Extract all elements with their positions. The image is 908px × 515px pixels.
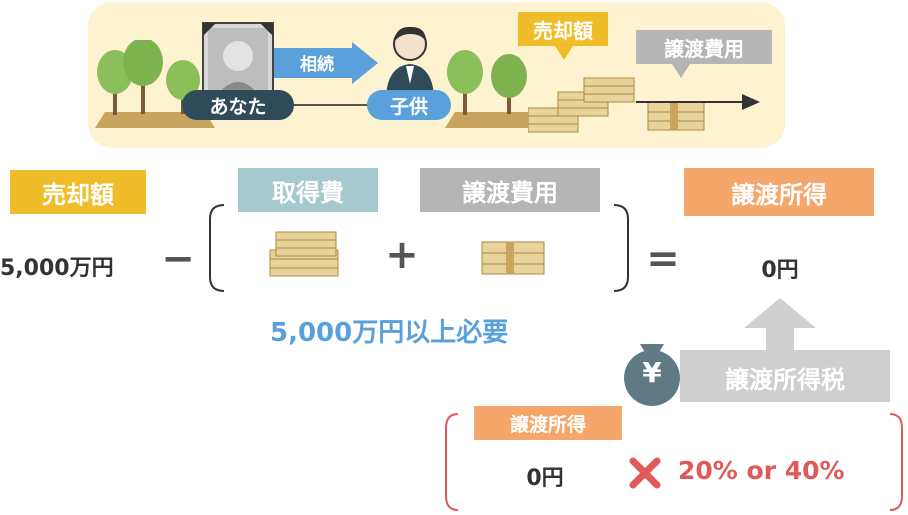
requirement-note: 5,000万円以上必要 [270, 318, 509, 348]
inherit-arrow-icon [274, 42, 378, 84]
multiply-x-icon [629, 457, 661, 489]
sale-price-label: 売却額 [10, 170, 146, 214]
inherit-label: 相続 [300, 55, 334, 75]
tax-rate-text: 20% or 40% [678, 456, 845, 485]
transfer-income-value: 0円 [761, 258, 799, 283]
elderly-person-icon [202, 22, 274, 100]
child-pill: 子供 [367, 90, 451, 120]
tree-group-left-icon [95, 40, 215, 128]
sale-price-value: 5,000万円 [0, 256, 114, 281]
child-person-icon [386, 26, 434, 96]
box-income-label: 譲渡所得 [474, 406, 622, 440]
money-stack-acquisition-icon [269, 231, 339, 277]
transfer-cost-label: 譲渡費用 [420, 168, 600, 212]
box-income-value: 0円 [526, 466, 564, 491]
connector-line [290, 104, 380, 106]
tax-label: 譲渡所得税 [725, 366, 845, 394]
sale-price-callout: 売却額 [518, 12, 608, 46]
acquisition-cost-label: 取得費 [238, 168, 378, 212]
money-bag-icon [624, 344, 680, 406]
callout-pointer-icon [555, 46, 573, 60]
left-bracket-icon [209, 204, 225, 292]
yen-symbol: ¥ [642, 356, 662, 389]
plus-sign: + [385, 232, 419, 278]
right-bracket-icon [613, 204, 629, 292]
transfer-cost-callout: 譲渡費用 [636, 30, 772, 64]
flow-arrow-icon [636, 94, 760, 110]
money-stack-large-icon [528, 77, 635, 133]
money-stack-transfer-icon [481, 241, 545, 275]
minus-sign: − [161, 236, 195, 282]
equals-sign: = [646, 236, 680, 282]
tax-calc-box [445, 413, 903, 511]
transfer-income-label: 譲渡所得 [684, 168, 874, 216]
tax-up-arrow-icon [680, 298, 890, 402]
you-pill: あなた [182, 90, 294, 120]
callout-pointer-gray-icon [672, 64, 690, 78]
